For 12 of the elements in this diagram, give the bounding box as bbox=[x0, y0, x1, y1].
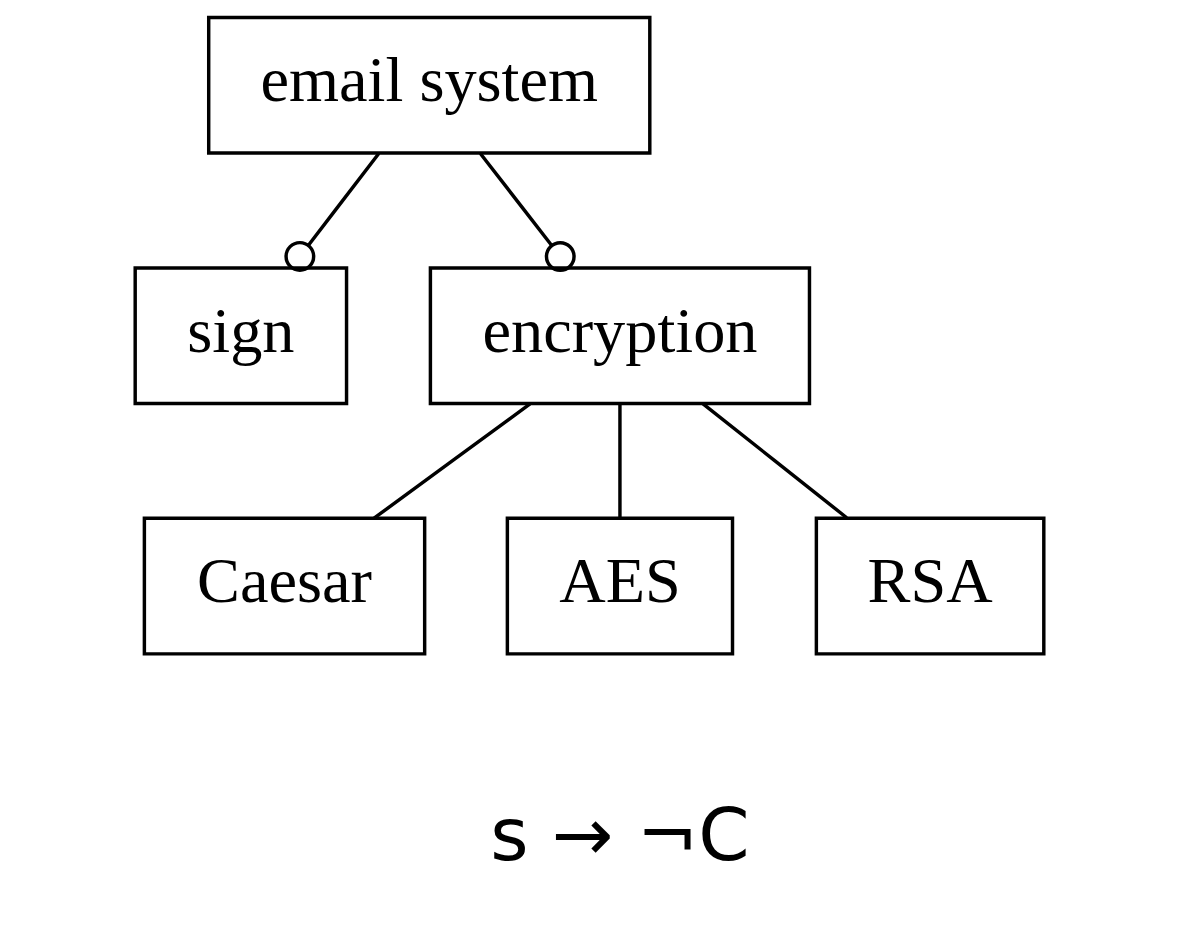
connector bbox=[478, 152, 576, 272]
node-box: Caesar bbox=[142, 516, 426, 656]
connector bbox=[372, 402, 531, 520]
node-box: encryption bbox=[428, 266, 811, 406]
node-box: AES bbox=[505, 516, 734, 656]
node-box: RSA bbox=[814, 516, 1046, 656]
connector bbox=[701, 402, 848, 520]
connector bbox=[617, 403, 622, 518]
label: s → ¬C bbox=[489, 791, 750, 877]
node-box: email system bbox=[206, 15, 652, 155]
node-box: sign bbox=[132, 266, 348, 406]
connector bbox=[283, 152, 380, 272]
